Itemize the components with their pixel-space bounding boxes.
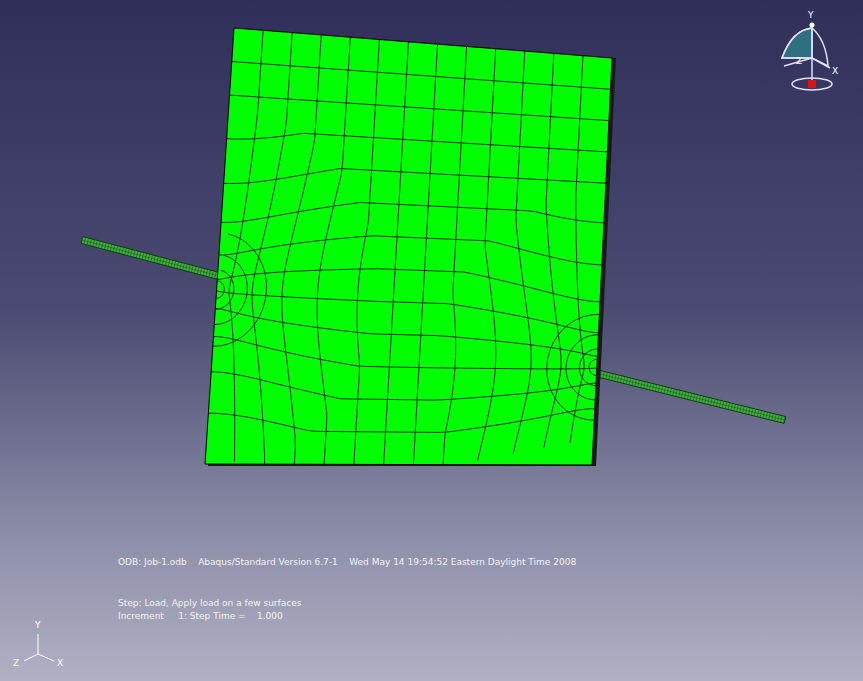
- odb-info: ODB: Job-1.odb Abaqus/Standard Version 6…: [118, 557, 576, 568]
- view-triad: [782, 23, 832, 91]
- axis-label: Z: [13, 658, 19, 669]
- axis-triad: [24, 634, 54, 661]
- axis-label: Z: [796, 56, 802, 67]
- step-info: Step: Load, Apply load on a few surfaces: [118, 598, 301, 609]
- mesh-lines: [208, 30, 610, 464]
- axis-label: Y: [808, 10, 814, 21]
- axis-label: X: [57, 658, 63, 669]
- plate-part: [205, 28, 612, 465]
- axis-label: Y: [35, 620, 41, 631]
- increment-info: Increment 1: Step Time = 1.000: [118, 611, 283, 622]
- axis-label: X: [832, 66, 838, 77]
